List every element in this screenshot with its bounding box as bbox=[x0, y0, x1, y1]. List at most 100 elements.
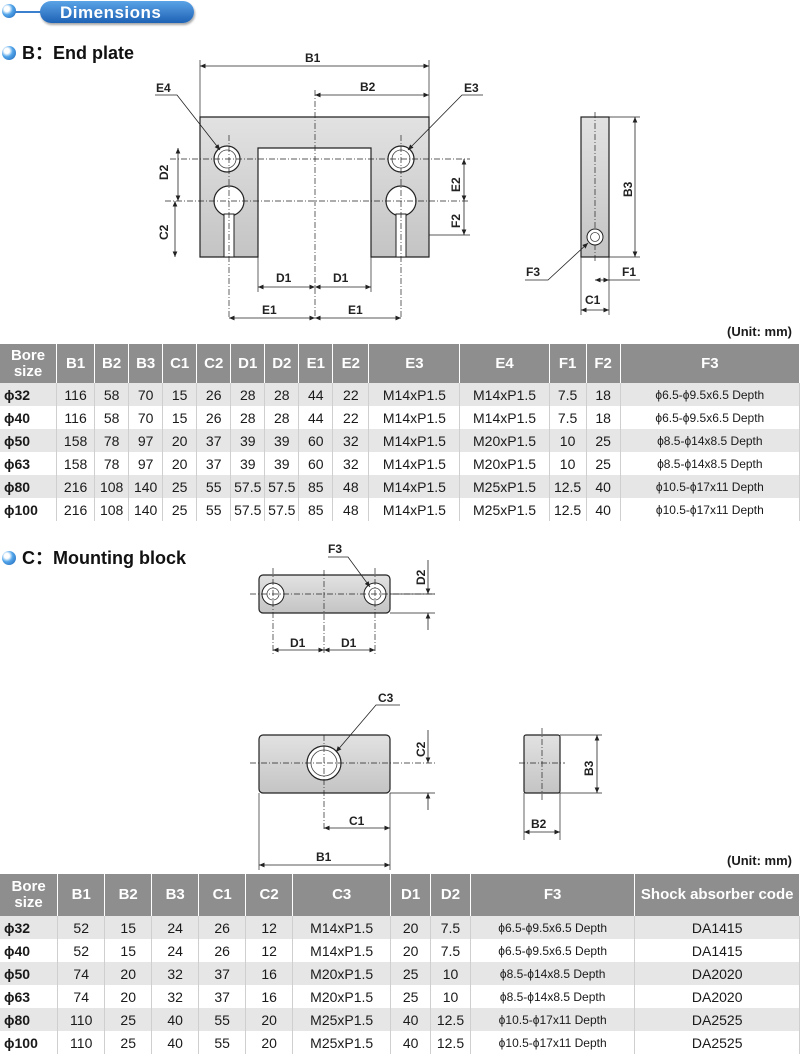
table-cell: M14xP1.5 bbox=[292, 916, 392, 939]
table-cell: 22 bbox=[332, 406, 370, 429]
table-cell: 24 bbox=[151, 916, 200, 939]
table-cell: ϕ8.5-ϕ14x8.5 Depth bbox=[470, 962, 636, 985]
table-cell: M14xP1.5 bbox=[368, 452, 461, 475]
table-cell: 44 bbox=[298, 406, 334, 429]
table-cell: M25xP1.5 bbox=[459, 475, 550, 498]
table-cell: M14xP1.5 bbox=[368, 406, 461, 429]
label-c-f3: F3 bbox=[328, 542, 342, 556]
table-cell: 110 bbox=[57, 1008, 106, 1031]
label-e3: E3 bbox=[464, 81, 479, 95]
table-cell: 48 bbox=[332, 475, 370, 498]
table-cell: 20 bbox=[245, 1031, 294, 1054]
label-e4: E4 bbox=[156, 81, 171, 95]
label-f3: F3 bbox=[526, 265, 540, 279]
table-cell: ϕ6.5-ϕ9.5x6.5 Depth bbox=[620, 406, 800, 429]
table-cell: 70 bbox=[128, 383, 164, 406]
table-cell: 12.5 bbox=[549, 498, 587, 521]
table-cell: 16 bbox=[245, 985, 294, 1008]
table-cell: ϕ10.5-ϕ17x11 Depth bbox=[620, 475, 800, 498]
column-header: Bore size bbox=[0, 344, 58, 383]
table-cell: 52 bbox=[57, 916, 106, 939]
table-cell: 16 bbox=[245, 962, 294, 985]
table-cell: 26 bbox=[196, 406, 232, 429]
end-plate-drawing: B1 B2 E4 E3 D2 C2 E2 F2 D1 D1 E1 E1 B3 F… bbox=[155, 51, 640, 321]
unit-label-c: (Unit: mm) bbox=[727, 853, 792, 868]
table-cell: 28 bbox=[230, 383, 266, 406]
bore-size-cell: ϕ32 bbox=[0, 383, 58, 406]
table-cell: M14xP1.5 bbox=[292, 939, 392, 962]
table-cell: 37 bbox=[198, 985, 247, 1008]
table-cell: 37 bbox=[196, 452, 232, 475]
table-cell: 140 bbox=[128, 498, 164, 521]
table-cell: 216 bbox=[56, 498, 96, 521]
label-c-d2: D2 bbox=[414, 569, 428, 585]
mounting-block-drawing: F3 D2 D1 D1 C3 C2 C1 B1 B3 B2 bbox=[250, 542, 602, 870]
table-cell: ϕ8.5-ϕ14x8.5 Depth bbox=[470, 985, 636, 1008]
column-header: D2 bbox=[430, 874, 471, 916]
bore-size-cell: ϕ50 bbox=[0, 429, 58, 452]
table-cell: M14xP1.5 bbox=[368, 429, 461, 452]
bore-size-cell: ϕ80 bbox=[0, 1008, 59, 1031]
table-cell: 78 bbox=[94, 429, 130, 452]
table-cell: 40 bbox=[151, 1008, 200, 1031]
table-cell: ϕ10.5-ϕ17x11 Depth bbox=[470, 1008, 636, 1031]
column-header: D1 bbox=[390, 874, 432, 916]
label-c-d1-left: D1 bbox=[290, 636, 306, 650]
column-header: B2 bbox=[104, 874, 153, 916]
column-header: D2 bbox=[264, 344, 300, 383]
table-cell: 39 bbox=[230, 429, 266, 452]
table-cell: M14xP1.5 bbox=[459, 383, 550, 406]
column-header: E2 bbox=[332, 344, 370, 383]
table-cell: 55 bbox=[196, 475, 232, 498]
table-cell: 58 bbox=[94, 406, 130, 429]
table-cell: 25 bbox=[586, 452, 621, 475]
table-cell: 216 bbox=[56, 475, 96, 498]
table-cell: 48 bbox=[332, 498, 370, 521]
table-cell: 32 bbox=[151, 962, 200, 985]
label-c-c3: C3 bbox=[378, 691, 394, 705]
table-cell: ϕ6.5-ϕ9.5x6.5 Depth bbox=[470, 916, 636, 939]
bore-size-cell: ϕ40 bbox=[0, 406, 58, 429]
label-e1-right: E1 bbox=[348, 303, 363, 317]
table-cell: 25 bbox=[390, 985, 432, 1008]
table-cell: 7.5 bbox=[430, 916, 471, 939]
bullet-icon bbox=[2, 46, 16, 60]
table-cell: ϕ8.5-ϕ14x8.5 Depth bbox=[620, 452, 800, 475]
table-cell: ϕ6.5-ϕ9.5x6.5 Depth bbox=[470, 939, 636, 962]
header-line bbox=[12, 11, 52, 13]
column-header: B1 bbox=[56, 344, 96, 383]
table-cell: 7.5 bbox=[549, 406, 587, 429]
bullet-icon bbox=[2, 4, 16, 18]
table-cell: 22 bbox=[332, 383, 370, 406]
section-c-title: C：Mounting block bbox=[2, 544, 186, 570]
label-c2: C2 bbox=[157, 224, 171, 240]
table-cell: 25 bbox=[162, 475, 198, 498]
column-header: C1 bbox=[162, 344, 198, 383]
table-cell: M20xP1.5 bbox=[292, 985, 392, 1008]
table-cell: 85 bbox=[298, 475, 334, 498]
table-cell: 26 bbox=[198, 916, 247, 939]
table-cell: DA1415 bbox=[634, 939, 800, 962]
column-header: F1 bbox=[549, 344, 587, 383]
table-cell: 57.5 bbox=[230, 475, 266, 498]
table-cell: 28 bbox=[264, 406, 300, 429]
table-cell: 10 bbox=[430, 985, 471, 1008]
label-c-c2: C2 bbox=[414, 741, 428, 757]
section-header: Dimensions bbox=[0, 0, 198, 26]
table-cell: 12.5 bbox=[430, 1008, 471, 1031]
table-cell: 10 bbox=[549, 452, 587, 475]
unit-label-b: (Unit: mm) bbox=[727, 324, 792, 339]
table-cell: M14xP1.5 bbox=[368, 383, 461, 406]
table-cell: 32 bbox=[332, 429, 370, 452]
column-header: B2 bbox=[94, 344, 130, 383]
table-cell: 25 bbox=[104, 1031, 153, 1054]
label-c-b2: B2 bbox=[531, 817, 547, 831]
column-header: F3 bbox=[470, 874, 636, 916]
label-e1-left: E1 bbox=[262, 303, 277, 317]
table-cell: 7.5 bbox=[430, 939, 471, 962]
